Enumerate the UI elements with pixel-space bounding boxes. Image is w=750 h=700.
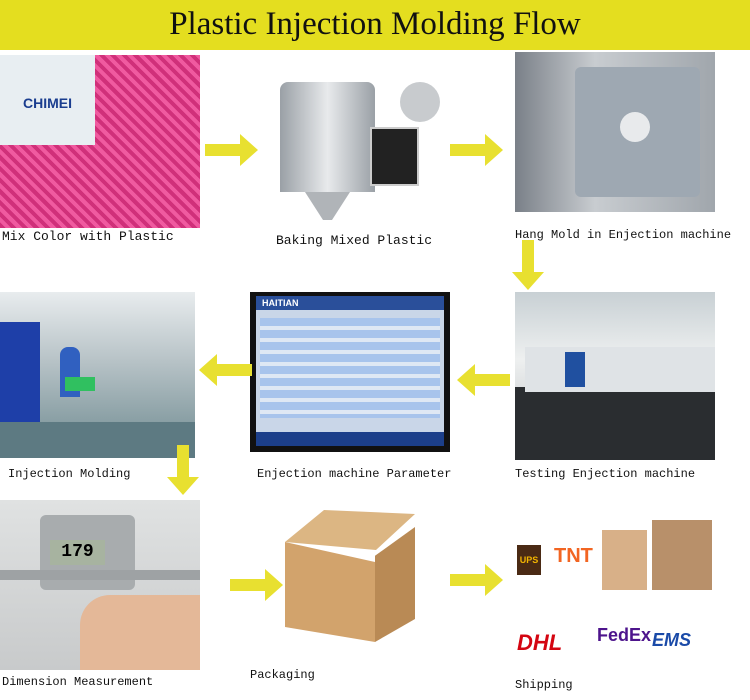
step-label: Baking Mixed Plastic (276, 233, 433, 248)
testing-machine-photo (515, 292, 715, 460)
step-label: Dimension Measurement (2, 675, 154, 689)
arrow-right-icon (230, 569, 283, 601)
step-label: Enjection machine Parameter (257, 467, 452, 481)
step-label: Injection Molding (8, 467, 131, 481)
ups-logo: UPS (517, 545, 541, 575)
shipping-logos: UPS TNT DHL FedEx EMS (512, 515, 722, 685)
arrow-left-icon (199, 354, 252, 386)
page-title: Plastic Injection Molding Flow (0, 0, 750, 50)
panel-brand: HAITIAN (256, 296, 444, 310)
parameter-screen-photo: HAITIAN (250, 292, 450, 452)
mix-color-photo: CHIMEI (0, 55, 200, 228)
injection-molding-photo (0, 292, 195, 458)
mold-machine-photo (515, 52, 715, 212)
arrow-down-icon (167, 445, 199, 495)
fedex-logo: FedEx (597, 625, 652, 645)
bag-text: CHIMEI (23, 95, 72, 111)
arrow-down-icon (512, 240, 544, 290)
caliper-reading: 179 (50, 540, 105, 565)
step-label: Packaging (250, 668, 315, 682)
arrow-right-icon (205, 134, 258, 166)
tnt-logo: TNT (554, 545, 593, 567)
ems-logo: EMS (652, 630, 692, 650)
arrow-left-icon (457, 364, 510, 396)
arrow-right-icon (450, 564, 503, 596)
step-label: Testing Enjection machine (515, 467, 696, 481)
dryer-photo (275, 62, 440, 220)
step-label: Hang Mold in Enjection machine (515, 228, 732, 242)
step-label: Mix Color with Plastic (2, 229, 174, 244)
carton-box-photo (275, 505, 425, 650)
caliper-photo: 179 (0, 500, 200, 670)
dhl-logo: DHL (517, 630, 563, 655)
step-label: Shipping (515, 678, 573, 692)
arrow-right-icon (450, 134, 503, 166)
